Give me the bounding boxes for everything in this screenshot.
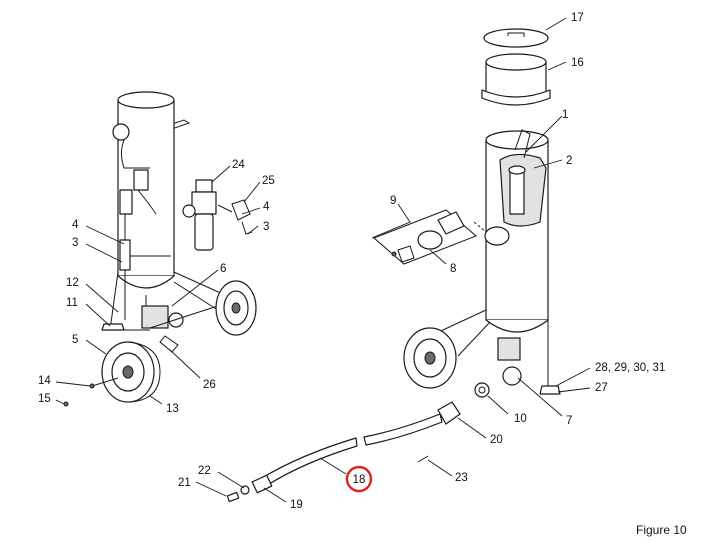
- hose-coupling-20: [437, 401, 461, 425]
- nozzle-holder-19: [251, 474, 273, 494]
- left-tank-cone: [117, 275, 175, 289]
- callout-2: 2: [566, 155, 572, 167]
- callout-19: 19: [290, 499, 303, 511]
- callout-4-right: 4: [263, 201, 270, 213]
- callout-5: 5: [72, 334, 78, 346]
- leader-lines: [55, 17, 591, 503]
- callout-26: 26: [203, 379, 216, 391]
- callout-25: 25: [262, 175, 275, 187]
- callout-21: 21: [178, 477, 191, 489]
- blast-hose: [261, 437, 358, 487]
- coupling-10: [474, 382, 490, 398]
- callout-1: 1: [562, 109, 568, 121]
- callout-16: 16: [571, 57, 584, 69]
- pressure-gauge: [112, 123, 130, 141]
- cover-lid: [483, 28, 549, 48]
- callout-15: 15: [38, 393, 51, 405]
- callout-3-right: 3: [263, 221, 269, 233]
- callout-27: 27: [595, 382, 608, 394]
- callout-18: 18: [353, 474, 366, 486]
- blast-hose-assembly: [226, 401, 461, 503]
- callout-28-31: 28, 29, 30, 31: [595, 362, 665, 374]
- callout-17: 17: [571, 12, 584, 24]
- callout-9: 9: [390, 195, 396, 207]
- callout-6: 6: [220, 263, 226, 275]
- metering-valve: [141, 305, 169, 329]
- callout-12: 12: [66, 277, 79, 289]
- callout-10: 10: [514, 413, 527, 425]
- left-assembly: [63, 91, 257, 407]
- right-assembly: [373, 28, 561, 398]
- callout-7: 7: [566, 415, 572, 427]
- filter-regulator-assembly: [182, 179, 253, 251]
- callout-3-left: 3: [72, 237, 78, 249]
- callout-11: 11: [66, 297, 78, 309]
- callout-22: 22: [198, 465, 211, 477]
- callout-13: 13: [166, 403, 179, 415]
- callout-20: 20: [490, 434, 503, 446]
- highlight-circle: [345, 465, 373, 493]
- callout-4-left: 4: [72, 219, 79, 231]
- callout-23: 23: [455, 472, 468, 484]
- filter-bowl: [194, 213, 214, 251]
- callout-8: 8: [450, 263, 456, 275]
- left-tank-top: [117, 91, 175, 109]
- callout-24: 24: [232, 159, 245, 171]
- callout-labels: 17 16 1 2 24 25 4 3 4 3 6 12 11 5 26 14 …: [38, 12, 665, 511]
- callout-14: 14: [38, 375, 51, 387]
- figure-label: Figure 10: [636, 523, 687, 537]
